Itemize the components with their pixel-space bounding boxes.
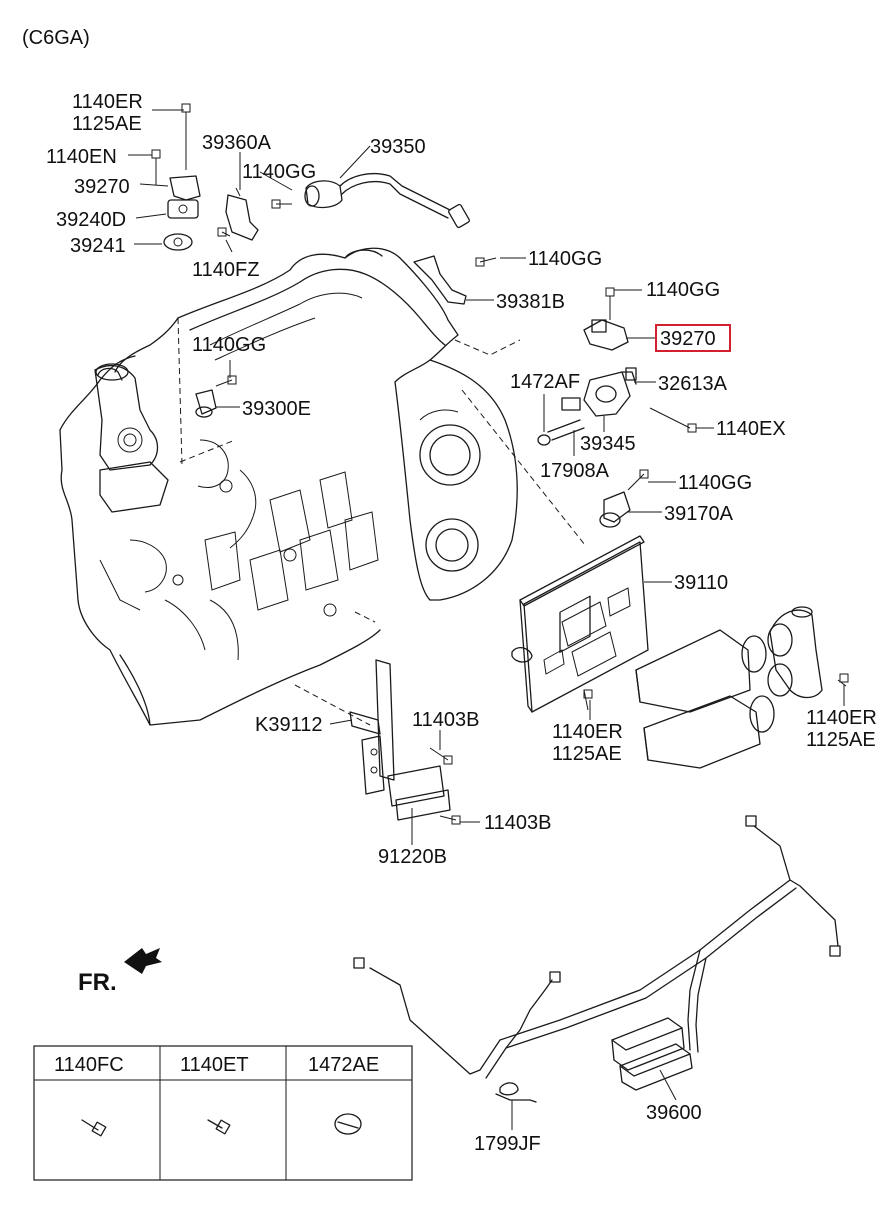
part-label: 39360A bbox=[202, 132, 272, 154]
part-label: 39345 bbox=[580, 433, 636, 455]
part-label: 39381B bbox=[496, 291, 565, 313]
front-direction-arrow bbox=[124, 948, 162, 974]
part-label: 39110 bbox=[674, 572, 728, 594]
part-label: 1140ER bbox=[806, 707, 877, 729]
fastener-legend-table: 1140FC 1140ET 1472AE bbox=[33, 1045, 413, 1181]
fuel-fitting-assembly bbox=[537, 367, 697, 446]
sensor-bracket bbox=[217, 187, 292, 241]
part-label: 39270 bbox=[74, 176, 130, 198]
legend-header: 1140FC bbox=[54, 1054, 124, 1076]
bolt-icon bbox=[81, 1119, 107, 1137]
part-label: 39600 bbox=[646, 1102, 702, 1124]
part-label: 32613A bbox=[658, 373, 728, 395]
leader-lines bbox=[128, 109, 845, 1130]
part-label: 1140ER bbox=[72, 91, 143, 113]
wiring-bracket bbox=[413, 255, 497, 305]
part-label: 11403B bbox=[484, 812, 551, 834]
ecu-connectors bbox=[635, 606, 849, 769]
part-label: 1140GG bbox=[646, 279, 720, 301]
wiring-harness bbox=[353, 815, 841, 1103]
part-label: 1125AE bbox=[72, 113, 142, 135]
part-label: 1140FZ bbox=[192, 259, 259, 281]
part-labels: (C6GA) 1140ER 1125AE 1140EN 39270 39240D… bbox=[22, 27, 877, 1155]
part-label: 1140GG bbox=[242, 161, 316, 183]
part-label: 1472AF bbox=[510, 371, 580, 393]
mounting-brackets bbox=[349, 659, 461, 825]
bolt-icon bbox=[207, 1119, 231, 1135]
position-sensor bbox=[195, 375, 237, 418]
part-label: 91220B bbox=[378, 846, 447, 868]
crank-sensor bbox=[599, 469, 649, 528]
part-label: 1125AE bbox=[552, 743, 622, 765]
part-label: 1140EX bbox=[716, 418, 786, 440]
egt-sensor bbox=[304, 172, 470, 229]
front-label: FR. bbox=[78, 969, 117, 996]
part-label-highlighted: 39270 bbox=[660, 328, 716, 350]
map-sensor bbox=[583, 287, 629, 351]
part-label: 39170A bbox=[664, 503, 734, 525]
part-label: 1140GG bbox=[678, 472, 752, 494]
part-label: 39240D bbox=[56, 209, 126, 231]
part-label: 39241 bbox=[70, 235, 126, 257]
part-label: 1125AE bbox=[806, 729, 876, 751]
part-label: K39112 bbox=[255, 714, 322, 736]
part-label: 39300E bbox=[242, 398, 311, 420]
part-label: 11403B bbox=[412, 709, 479, 731]
engine-code: (C6GA) bbox=[22, 27, 90, 49]
legend-header: 1140ET bbox=[180, 1054, 249, 1076]
clip-icon bbox=[334, 1113, 362, 1135]
part-label: 17908A bbox=[540, 460, 610, 482]
part-label: 1140GG bbox=[528, 248, 602, 270]
part-label: 1140ER bbox=[552, 721, 623, 743]
engine-block bbox=[59, 247, 586, 726]
legend-header: 1472AE bbox=[308, 1054, 379, 1076]
highlight-box bbox=[655, 324, 731, 352]
cam-sensor-assembly bbox=[151, 103, 201, 251]
part-label: 39350 bbox=[370, 136, 426, 158]
part-label: 1140EN bbox=[46, 146, 117, 168]
ecu-module bbox=[511, 535, 649, 713]
part-label: 1799JF bbox=[474, 1133, 541, 1155]
part-label: 1140GG bbox=[192, 334, 266, 356]
